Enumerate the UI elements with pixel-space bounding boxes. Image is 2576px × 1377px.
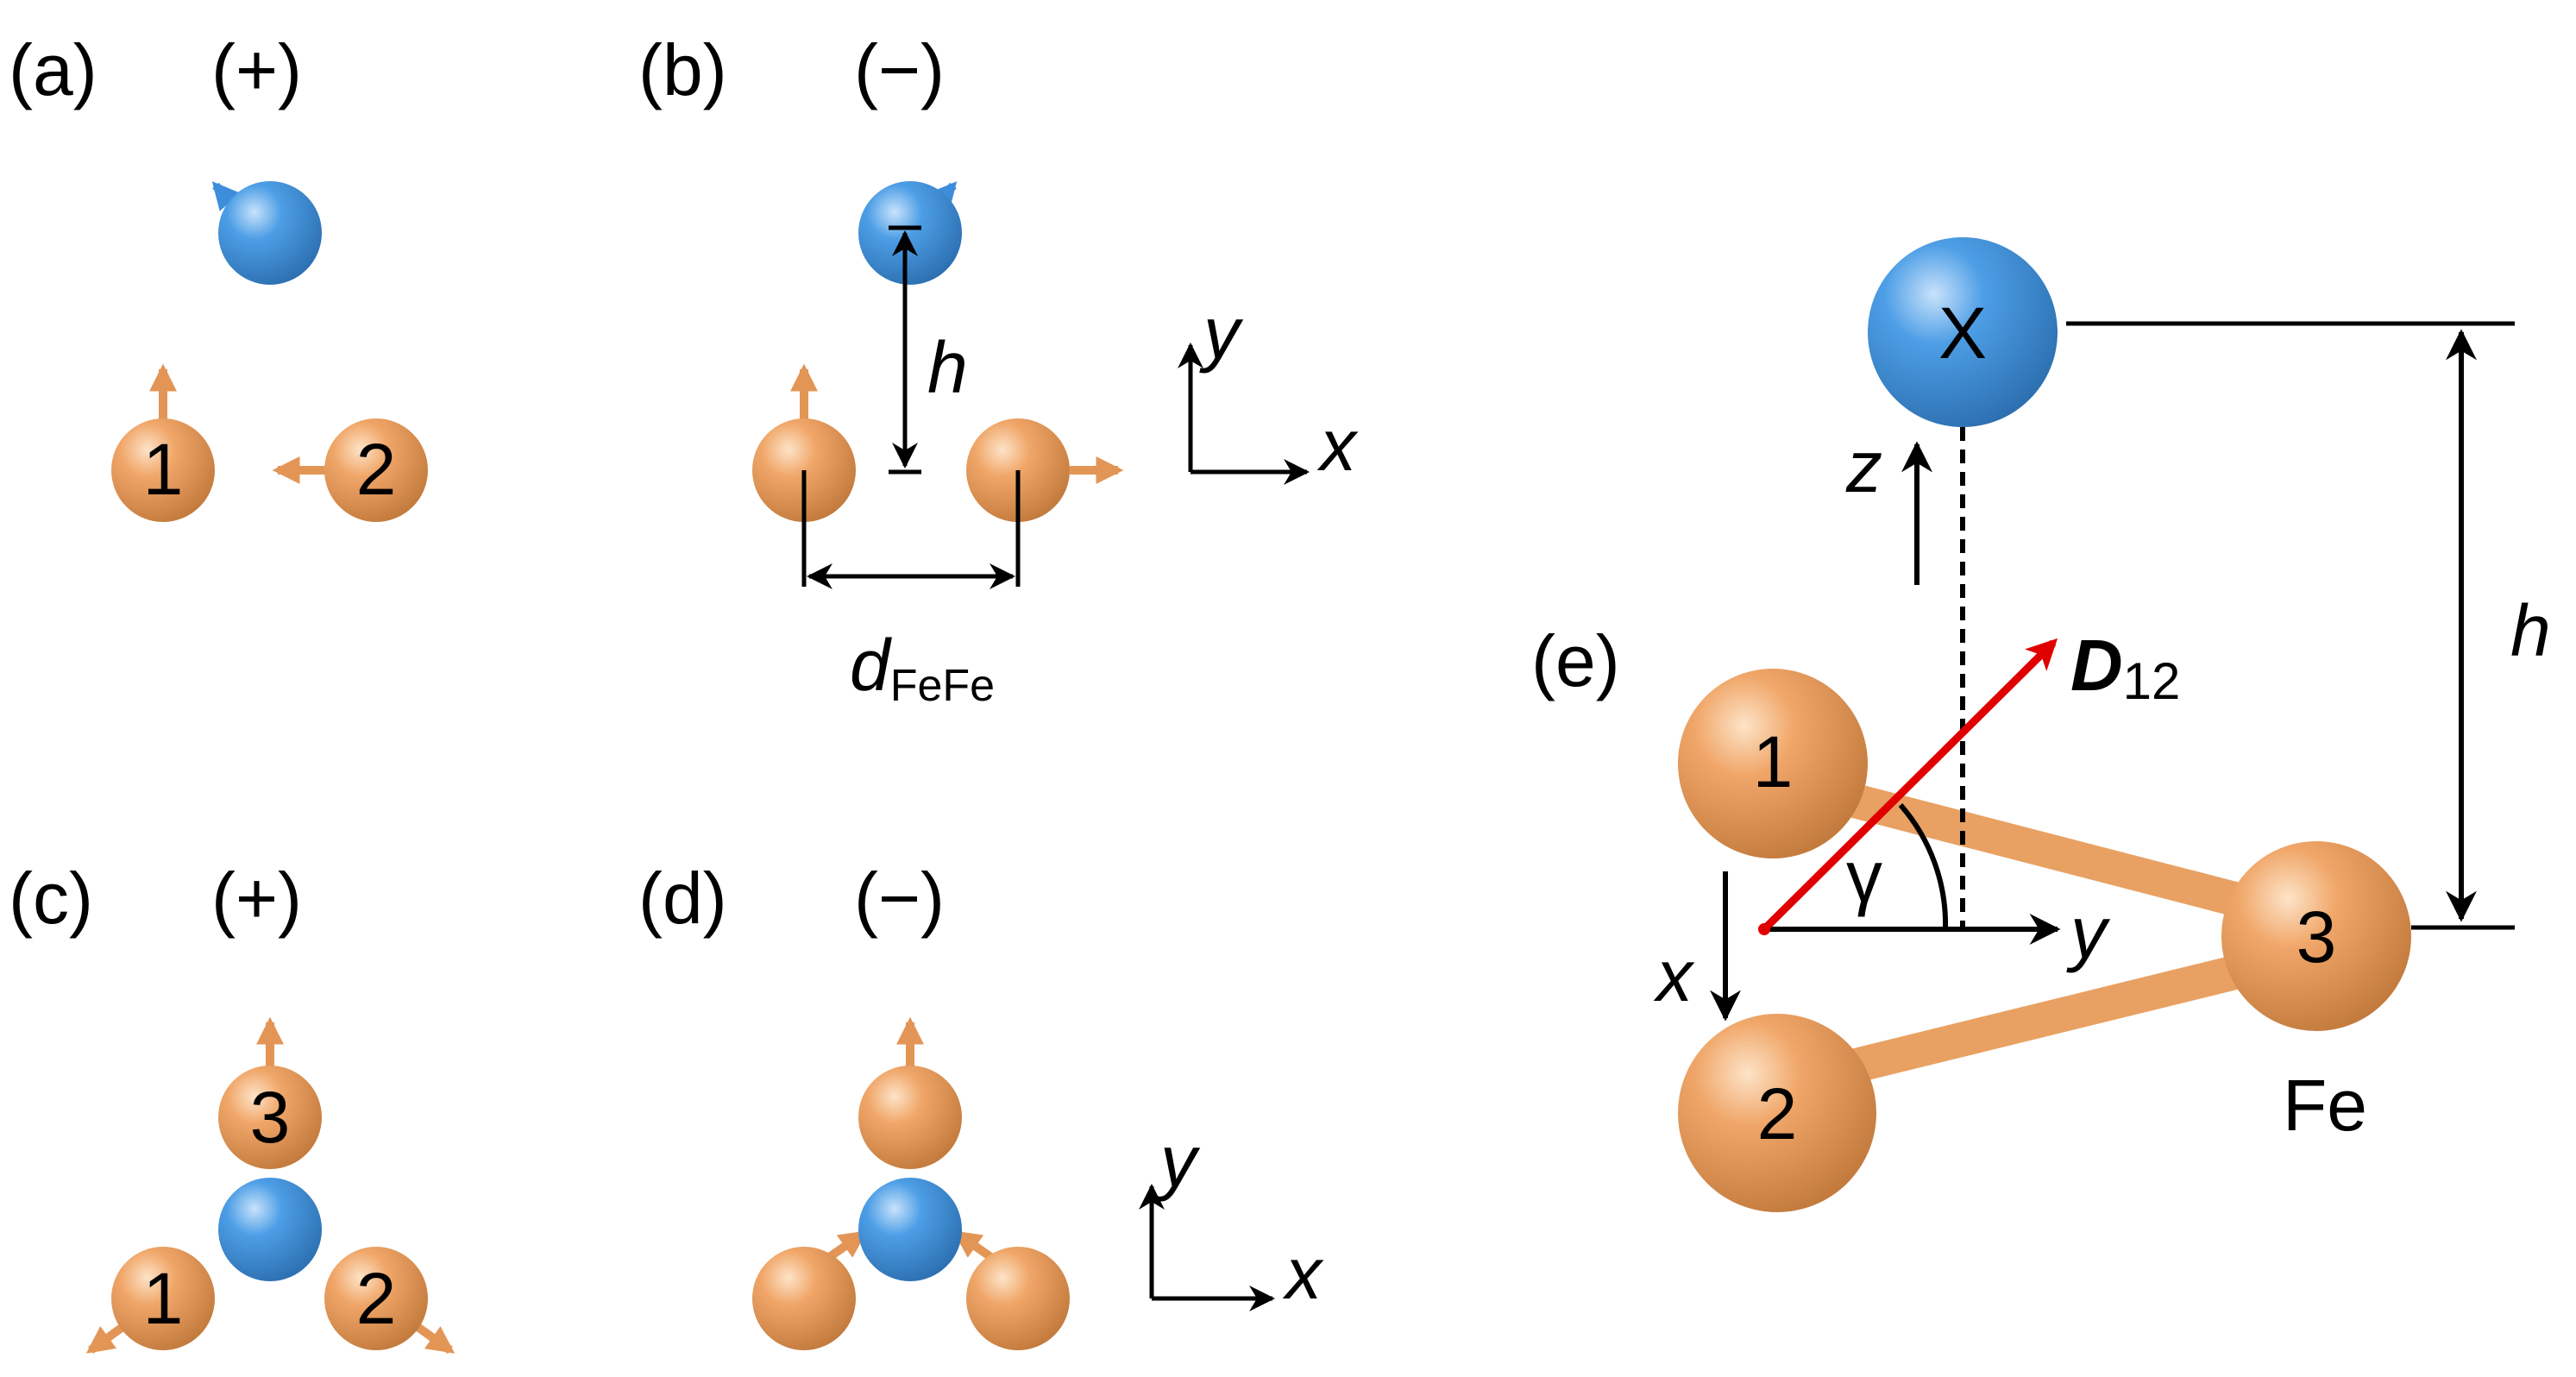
distance-label-b: dFeFe [850, 625, 995, 711]
fe-atom-3-c [218, 1066, 322, 1169]
fe-atom-2-d [966, 1247, 1070, 1350]
atom-label-2-e: 2 [1757, 1073, 1798, 1154]
panel-b-sign: (−) [854, 29, 945, 110]
x-atom-a [218, 181, 322, 285]
distance-label-sub: FeFe [890, 661, 995, 711]
fe-atom-3-d [858, 1066, 962, 1169]
d12-vector-arrow [1761, 638, 2058, 933]
x-atom-b [858, 181, 962, 285]
x-atom-label-e: X [1938, 292, 1987, 374]
x-atom-c [218, 1178, 322, 1281]
atom-label-2-c: 2 [356, 1258, 397, 1339]
axes-b [1178, 343, 1310, 485]
d12-label: D12 [2070, 625, 2180, 710]
height-marker-e [2066, 321, 2515, 930]
x-axis-label-e: x [1653, 935, 1695, 1016]
panel-d: (d) (−) y x [638, 858, 1324, 1350]
fe-atom-2-e [1678, 1014, 1876, 1212]
panel-a: (a) (+) 1 2 [9, 29, 428, 522]
panel-e-label: (e) [1531, 620, 1620, 701]
d12-label-main: D [2070, 625, 2123, 706]
panel-c-sign: (+) [211, 858, 302, 939]
gamma-angle-arc [1898, 803, 1949, 930]
d12-vector-origin [1758, 923, 1770, 935]
axis-x-label-b: x [1316, 405, 1359, 486]
panel-a-label: (a) [9, 29, 97, 110]
panel-c: (c) (+) 3 1 2 [9, 858, 456, 1355]
x-atom-d [858, 1178, 962, 1281]
panel-b-label: (b) [638, 29, 727, 110]
height-label-b: h [927, 327, 968, 408]
panel-b: (b) (−) h dFeFe [638, 29, 1359, 711]
height-marker-b [889, 225, 921, 475]
d12-label-sub: 12 [2123, 652, 2181, 710]
panel-e: (e) X 1 3 2 Fe z h x y [1531, 237, 2551, 1212]
fe-atom-2-c [324, 1247, 428, 1350]
atom-label-3-e: 3 [2296, 896, 2337, 978]
fe-atom-1-c [111, 1247, 215, 1350]
panel-a-sign: (+) [211, 29, 302, 110]
fe-label-e: Fe [2283, 1065, 2367, 1146]
distance-marker-b [801, 470, 1021, 589]
atom-label-1-c: 1 [143, 1258, 184, 1339]
height-label-e: h [2510, 590, 2551, 671]
axes-d [1139, 1184, 1275, 1311]
gamma-label: γ [1846, 836, 1882, 917]
fe-atom-1-a [111, 418, 215, 522]
fe-atom-2-a [324, 418, 428, 522]
z-axis-label: z [1845, 426, 1882, 507]
fe-atom-1-d [752, 1247, 856, 1350]
distance-label-main: d [850, 625, 892, 706]
y-axis-label-e: y [2066, 892, 2111, 973]
fe-atom-3-e [2221, 841, 2411, 1031]
atom-label-1-a: 1 [143, 429, 184, 510]
atom-label-1-e: 1 [1753, 721, 1794, 802]
panel-d-sign: (−) [854, 858, 945, 939]
x-atom-e [1868, 237, 2058, 427]
axis-y-label-b: y [1199, 292, 1244, 374]
atom-label-2-a: 2 [356, 429, 397, 510]
panel-d-label: (d) [638, 858, 727, 939]
axis-y-label-d: y [1156, 1121, 1201, 1202]
atom-label-3-c: 3 [250, 1077, 291, 1158]
axis-x-label-d: x [1282, 1233, 1324, 1314]
fe-atom-1-e [1678, 669, 1868, 858]
panel-c-label: (c) [9, 858, 93, 939]
